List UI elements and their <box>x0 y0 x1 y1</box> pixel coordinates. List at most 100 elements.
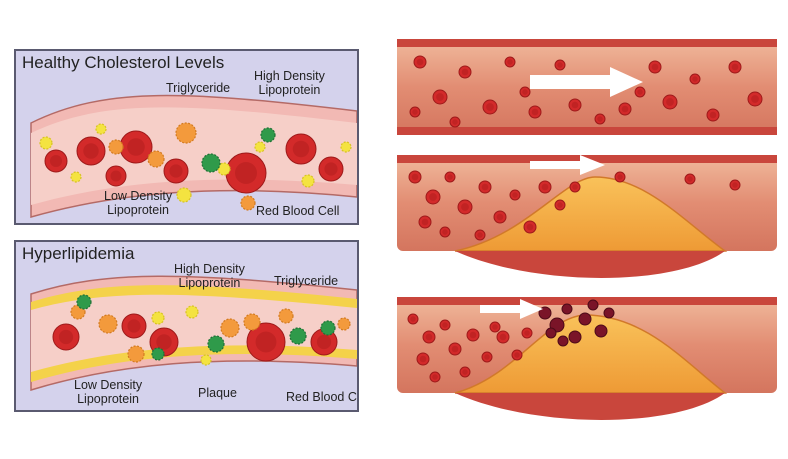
red-blood-cell-center <box>416 58 424 66</box>
healthy-title: Healthy Cholesterol Levels <box>22 53 225 72</box>
red-blood-cell-center <box>316 334 332 350</box>
clot-cell <box>561 303 573 315</box>
red-blood-cell-center <box>156 334 172 350</box>
hdl-particle <box>200 354 212 366</box>
triglyceride-particle <box>260 127 276 143</box>
red-blood-cell-center <box>512 192 518 198</box>
ldl-particle <box>220 318 240 338</box>
red-blood-cell-center <box>452 119 458 125</box>
red-blood-cell-center <box>127 319 141 333</box>
hdl-particle <box>70 171 82 183</box>
healthy-vessel-illustration <box>30 94 357 218</box>
red-blood-cell-center <box>621 105 629 113</box>
hdl-particle <box>151 311 165 325</box>
hdl-particle <box>340 141 352 153</box>
red-blood-cell-center <box>410 316 416 322</box>
clot-cell <box>594 324 608 338</box>
triglyceride-particle <box>207 335 225 353</box>
plaque-deposit <box>454 176 728 252</box>
red-blood-cell-center <box>451 345 459 353</box>
red-blood-cell-center <box>692 76 698 82</box>
red-blood-cell-center <box>421 218 429 226</box>
red-blood-cell-center <box>571 101 579 109</box>
ldl-particle <box>337 317 351 331</box>
ldl-particle <box>108 139 124 155</box>
hdl-particle <box>39 136 53 150</box>
red-blood-cell-center <box>557 202 563 208</box>
red-blood-cell-center <box>292 140 310 158</box>
blocked-artery-with-clot <box>397 297 777 420</box>
red-blood-cell-center <box>429 193 437 201</box>
red-blood-cell-center <box>49 154 63 168</box>
red-blood-cell-center <box>637 89 643 95</box>
red-blood-cell-center <box>461 68 469 76</box>
red-blood-cell-center <box>524 330 530 336</box>
red-blood-cell-center <box>461 203 469 211</box>
red-blood-cell-center <box>469 331 477 339</box>
red-blood-cell-center <box>58 329 74 345</box>
triglyceride-particle <box>201 153 221 173</box>
ldl-particle <box>243 313 261 331</box>
triglyceride-particle <box>76 294 92 310</box>
clot-cell <box>538 306 552 320</box>
red-blood-cell-center <box>110 170 122 182</box>
red-blood-cell-center <box>541 183 549 191</box>
red-blood-cell-center <box>447 174 453 180</box>
clot-cell <box>603 307 615 319</box>
clot-cell <box>578 312 592 326</box>
red-blood-cell-center <box>687 176 693 182</box>
label-triglyceride: Triglyceride <box>166 81 231 95</box>
clot-cell <box>545 327 557 339</box>
red-blood-cell-center <box>127 138 145 156</box>
label-rbc: Red Blood Cell <box>286 390 357 404</box>
red-blood-cell-center <box>235 162 257 184</box>
ldl-particle <box>175 122 197 144</box>
triglyceride-particle <box>289 327 307 345</box>
red-blood-cell-center <box>731 63 739 71</box>
label-rbc: Red Blood Cell <box>256 204 340 218</box>
ldl-particle <box>147 150 165 168</box>
label-triglyceride: Triglyceride <box>274 274 339 288</box>
red-blood-cell-center <box>651 63 659 71</box>
ldl-particle <box>240 195 256 211</box>
red-blood-cell-center <box>324 162 338 176</box>
red-blood-cell-center <box>442 322 448 328</box>
red-blood-cell-center <box>419 355 427 363</box>
hdl-particle <box>217 162 231 176</box>
ldl-particle <box>98 314 118 334</box>
red-blood-cell-center <box>751 95 759 103</box>
red-blood-cell-center <box>531 108 539 116</box>
triglyceride-particle <box>151 347 165 361</box>
hyperlipidemia-vessel-illustration <box>30 275 357 392</box>
red-blood-cell-center <box>557 62 563 68</box>
healthy-artery <box>397 39 777 135</box>
red-blood-cell-center <box>507 59 513 65</box>
blood-clot <box>538 299 615 347</box>
red-blood-cell-center <box>425 333 433 341</box>
red-blood-cell-center <box>412 109 418 115</box>
red-blood-cell-center <box>436 93 444 101</box>
vessel-lumen <box>31 294 357 372</box>
red-blood-cell-center <box>522 89 528 95</box>
red-blood-cell-center <box>432 374 438 380</box>
red-blood-cell-center <box>411 173 419 181</box>
ldl-particle <box>278 308 294 324</box>
red-blood-cell-center <box>83 143 99 159</box>
hdl-particle <box>301 174 315 188</box>
flow-arrow <box>530 155 605 175</box>
red-blood-cell-center <box>572 184 578 190</box>
red-blood-cell-center <box>496 213 504 221</box>
red-blood-cell-center <box>617 174 623 180</box>
partially-blocked-artery <box>397 155 777 278</box>
red-blood-cell-center <box>732 182 738 188</box>
red-blood-cell-center <box>481 183 489 191</box>
red-blood-cell-center <box>499 333 507 341</box>
hyper-title: Hyperlipidemia <box>22 244 135 263</box>
red-blood-cell-center <box>255 331 277 353</box>
flow-arrow <box>480 299 543 319</box>
